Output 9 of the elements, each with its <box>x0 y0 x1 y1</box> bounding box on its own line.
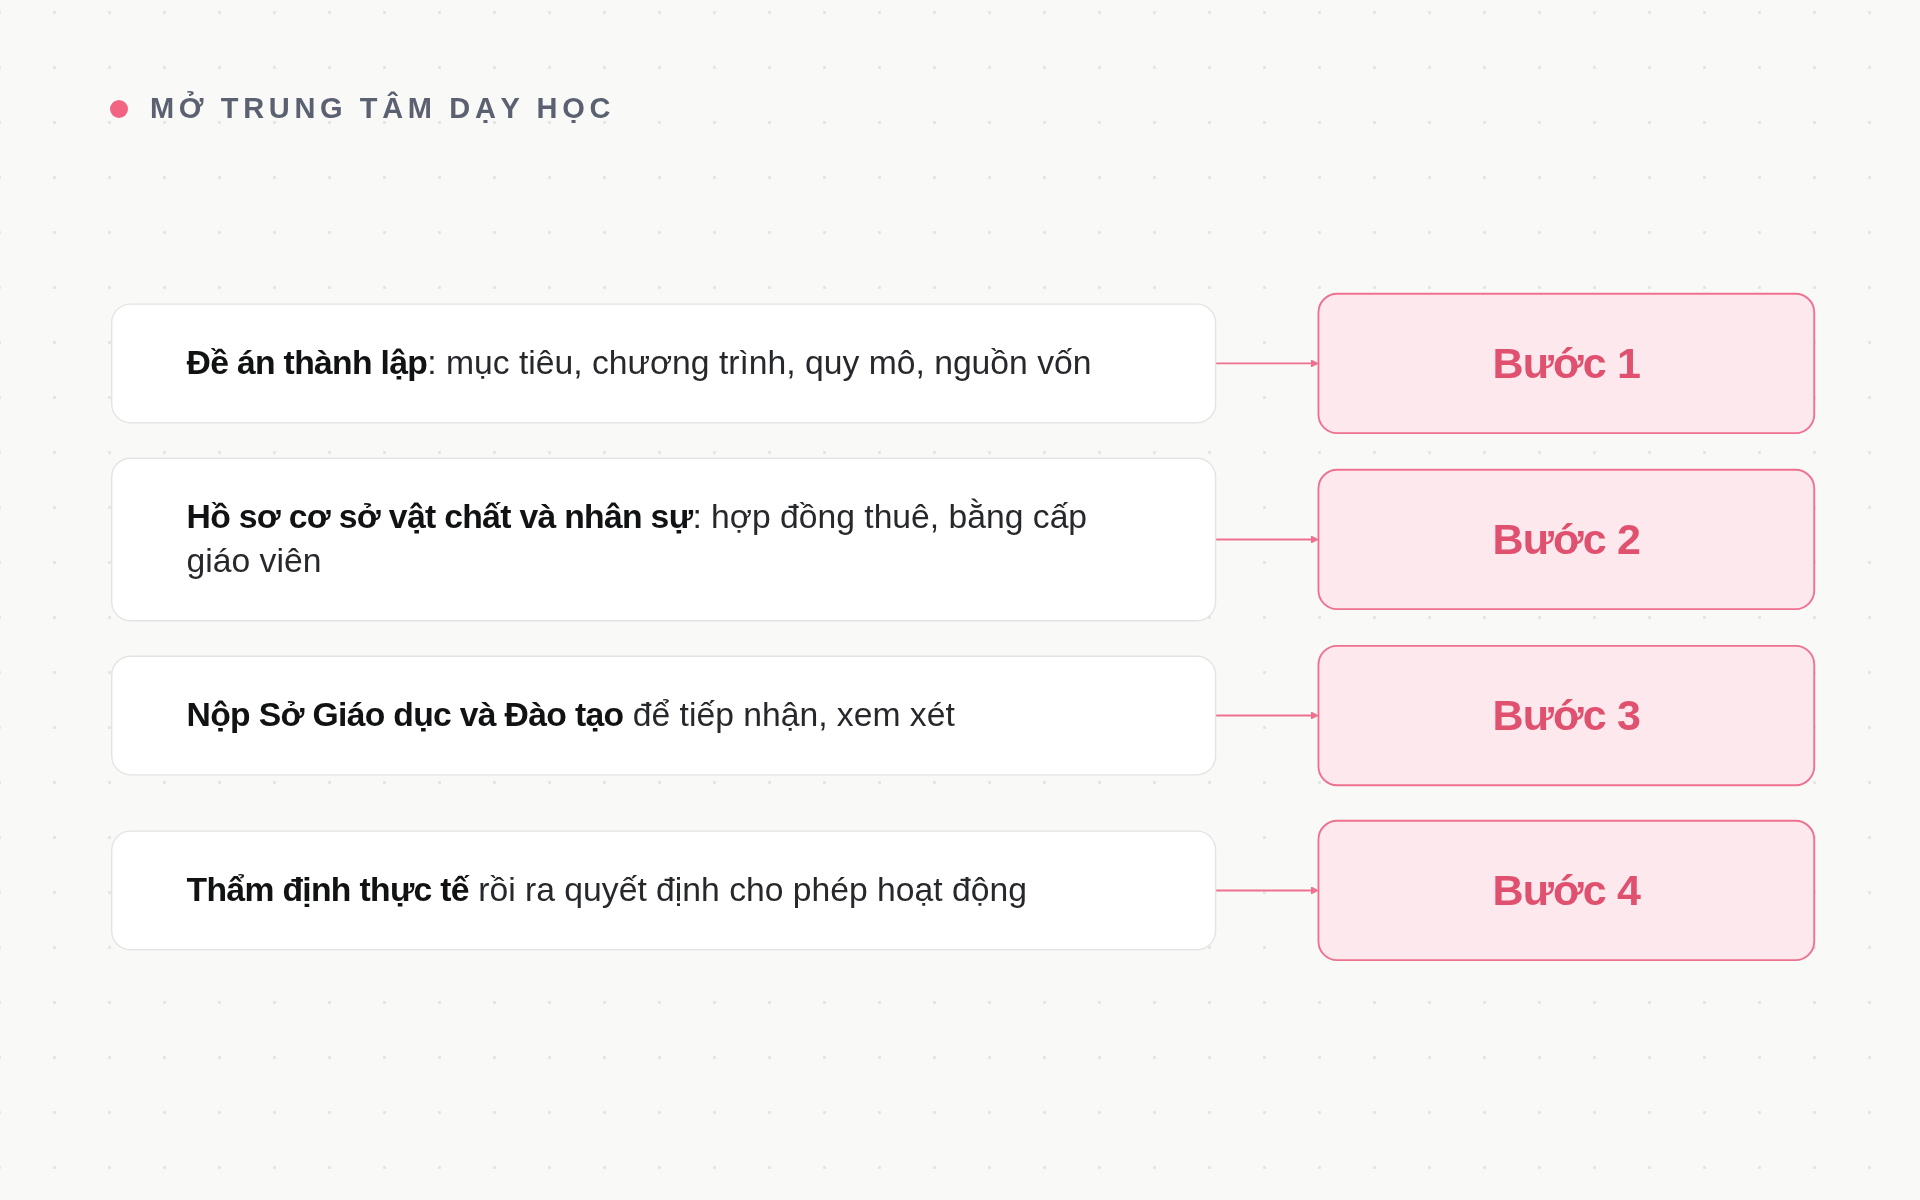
node-box: Bước 2 <box>1317 468 1816 611</box>
node-box: Bước 1 <box>1317 292 1816 435</box>
node-box: Thẩm định thực tế rồi ra quyết định cho phép hoạt động <box>111 830 1217 951</box>
node-box: Nộp Sở Giáo dục và Đào tạo để tiếp nhận, xem xét <box>111 655 1217 776</box>
node-box: Bước 3 <box>1317 644 1816 787</box>
node-box: Hồ sơ cơ sở vật chất và nhân sự: hợp đồng thuê, bằng cấp giáo viên <box>111 457 1217 622</box>
node-box: Đề án thành lập: mục tiêu, chương trình, quy mô, nguồn vốn <box>111 303 1217 424</box>
title: MỞ TRUNG TÂM DẠY HỌC <box>150 92 615 125</box>
node-box: Bước 4 <box>1317 819 1816 962</box>
